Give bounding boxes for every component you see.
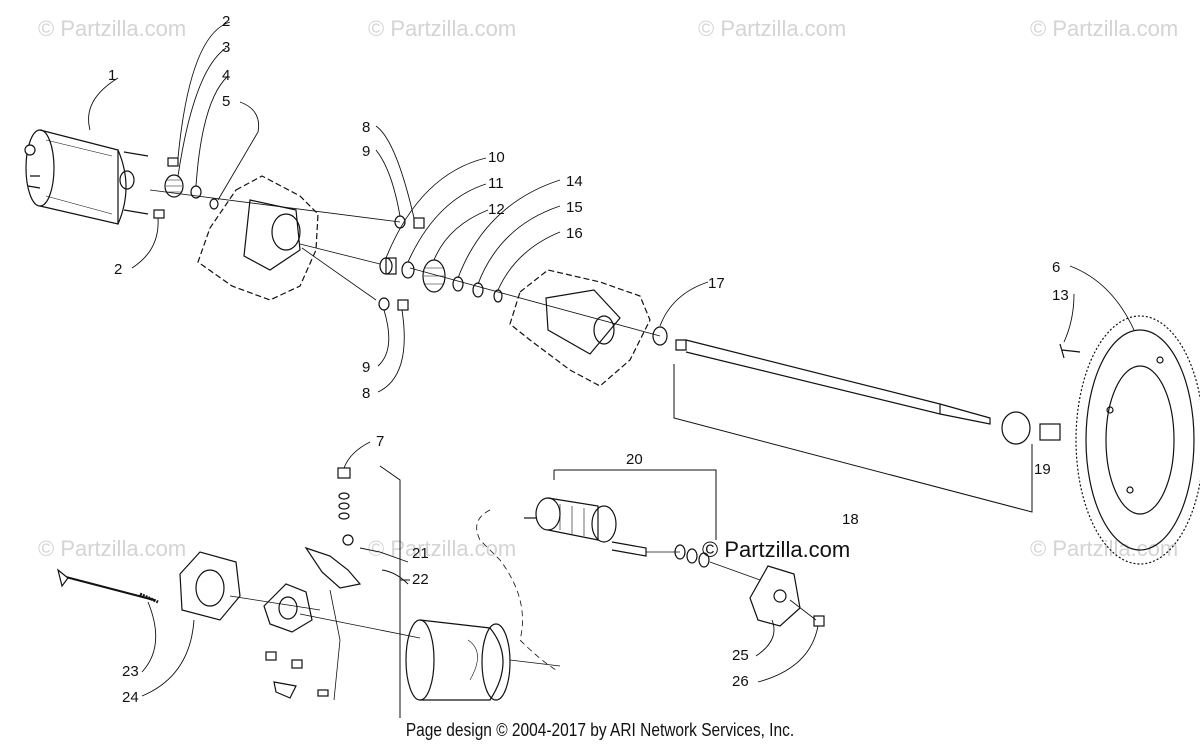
copyright-footer: Page design © 2004-2017 by ARI Network S… (405, 720, 795, 740)
callout-14: 14 (566, 173, 583, 190)
watermark: © Partzilla.com (1030, 536, 1179, 561)
callout-4: 4 (222, 67, 230, 84)
motor-frame[interactable] (405, 619, 511, 701)
bolt-2-bottom[interactable] (153, 209, 165, 219)
callout-21: 21 (412, 545, 429, 562)
callout-18: 18 (842, 511, 859, 528)
brush-holder[interactable] (263, 583, 313, 633)
washers-stack[interactable] (338, 492, 350, 520)
watermark-center: © Partzilla.com (702, 537, 851, 562)
nut-26[interactable] (813, 615, 825, 627)
callout-10: 10 (488, 149, 505, 166)
brush-springs[interactable] (265, 651, 329, 699)
callout-17: 17 (708, 275, 725, 292)
washer-14[interactable] (452, 276, 464, 292)
end-plate-25[interactable] (749, 565, 801, 627)
callout-16: 16 (566, 225, 583, 242)
callout-22: 22 (412, 571, 429, 588)
callout-19: 19 (1034, 461, 1051, 478)
washers-armature[interactable] (674, 544, 710, 568)
terminal-21-22[interactable] (304, 534, 362, 589)
callout-8-lower: 8 (362, 385, 370, 402)
callout-11: 11 (488, 175, 504, 192)
callout-25: 25 (732, 647, 749, 664)
spacer-10[interactable] (379, 257, 397, 275)
leader-lines (88, 21, 1135, 697)
callout-15: 15 (566, 199, 583, 216)
watermark: © Partzilla.com (1030, 16, 1179, 41)
pinion-19[interactable] (1001, 411, 1061, 445)
washer-8-9-bottom[interactable] (378, 297, 409, 311)
watermark: © Partzilla.com (38, 16, 187, 41)
callout-23: 23 (122, 663, 139, 680)
callout-1: 1 (108, 67, 116, 84)
gear-12[interactable] (422, 259, 446, 293)
callout-labels: 1 2 3 4 5 2 8 9 9 8 10 11 12 14 15 16 17… (108, 13, 1069, 706)
washer-11[interactable] (401, 261, 415, 279)
clip-5[interactable] (209, 198, 219, 210)
callout-20: 20 (626, 451, 643, 468)
callout-6: 6 (1052, 259, 1060, 276)
starter-motor[interactable] (24, 129, 149, 225)
rear-bracket[interactable] (509, 269, 651, 387)
group-brackets (379, 364, 1033, 718)
callout-9: 9 (362, 143, 370, 160)
assembly-lines (149, 189, 817, 701)
callout-12: 12 (488, 201, 505, 218)
callout-26: 26 (732, 673, 749, 690)
nut-7[interactable] (337, 467, 351, 479)
callout-24: 24 (122, 689, 139, 706)
watermark: © Partzilla.com (698, 16, 847, 41)
callout-13: 13 (1052, 287, 1069, 304)
callout-2-lower: 2 (114, 261, 122, 278)
drive-shaft-18[interactable] (675, 339, 991, 425)
callout-3: 3 (222, 39, 230, 56)
armature-20[interactable] (524, 497, 647, 557)
callout-9-lower: 9 (362, 359, 370, 376)
front-housing[interactable] (197, 175, 319, 301)
callout-5: 5 (222, 93, 230, 110)
callout-8: 8 (362, 119, 370, 136)
screw-13[interactable] (1059, 343, 1081, 359)
watermark: © Partzilla.com (368, 16, 517, 41)
watermark: © Partzilla.com (38, 536, 187, 561)
bolt-2-top[interactable] (167, 157, 179, 167)
callout-2: 2 (222, 13, 230, 30)
callout-7: 7 (376, 433, 384, 450)
through-bolt-23[interactable] (56, 568, 159, 604)
gear-3[interactable] (164, 174, 184, 198)
end-cap-24[interactable] (179, 551, 241, 621)
ring-gear-6[interactable] (1075, 315, 1200, 565)
washer-15[interactable] (472, 282, 484, 298)
